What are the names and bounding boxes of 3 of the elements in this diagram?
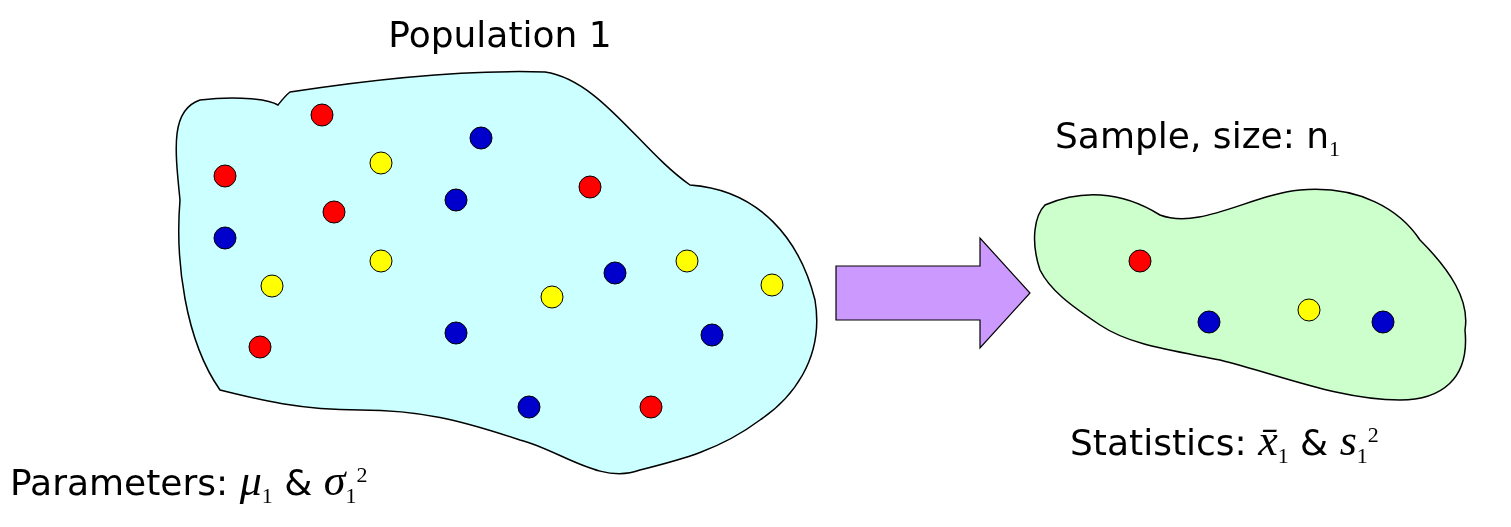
population-heading: Population 1 (387, 14, 613, 55)
sample-heading: Sample, size: n$_{1}$ (1055, 115, 1342, 163)
block-arrow (835, 236, 1031, 350)
